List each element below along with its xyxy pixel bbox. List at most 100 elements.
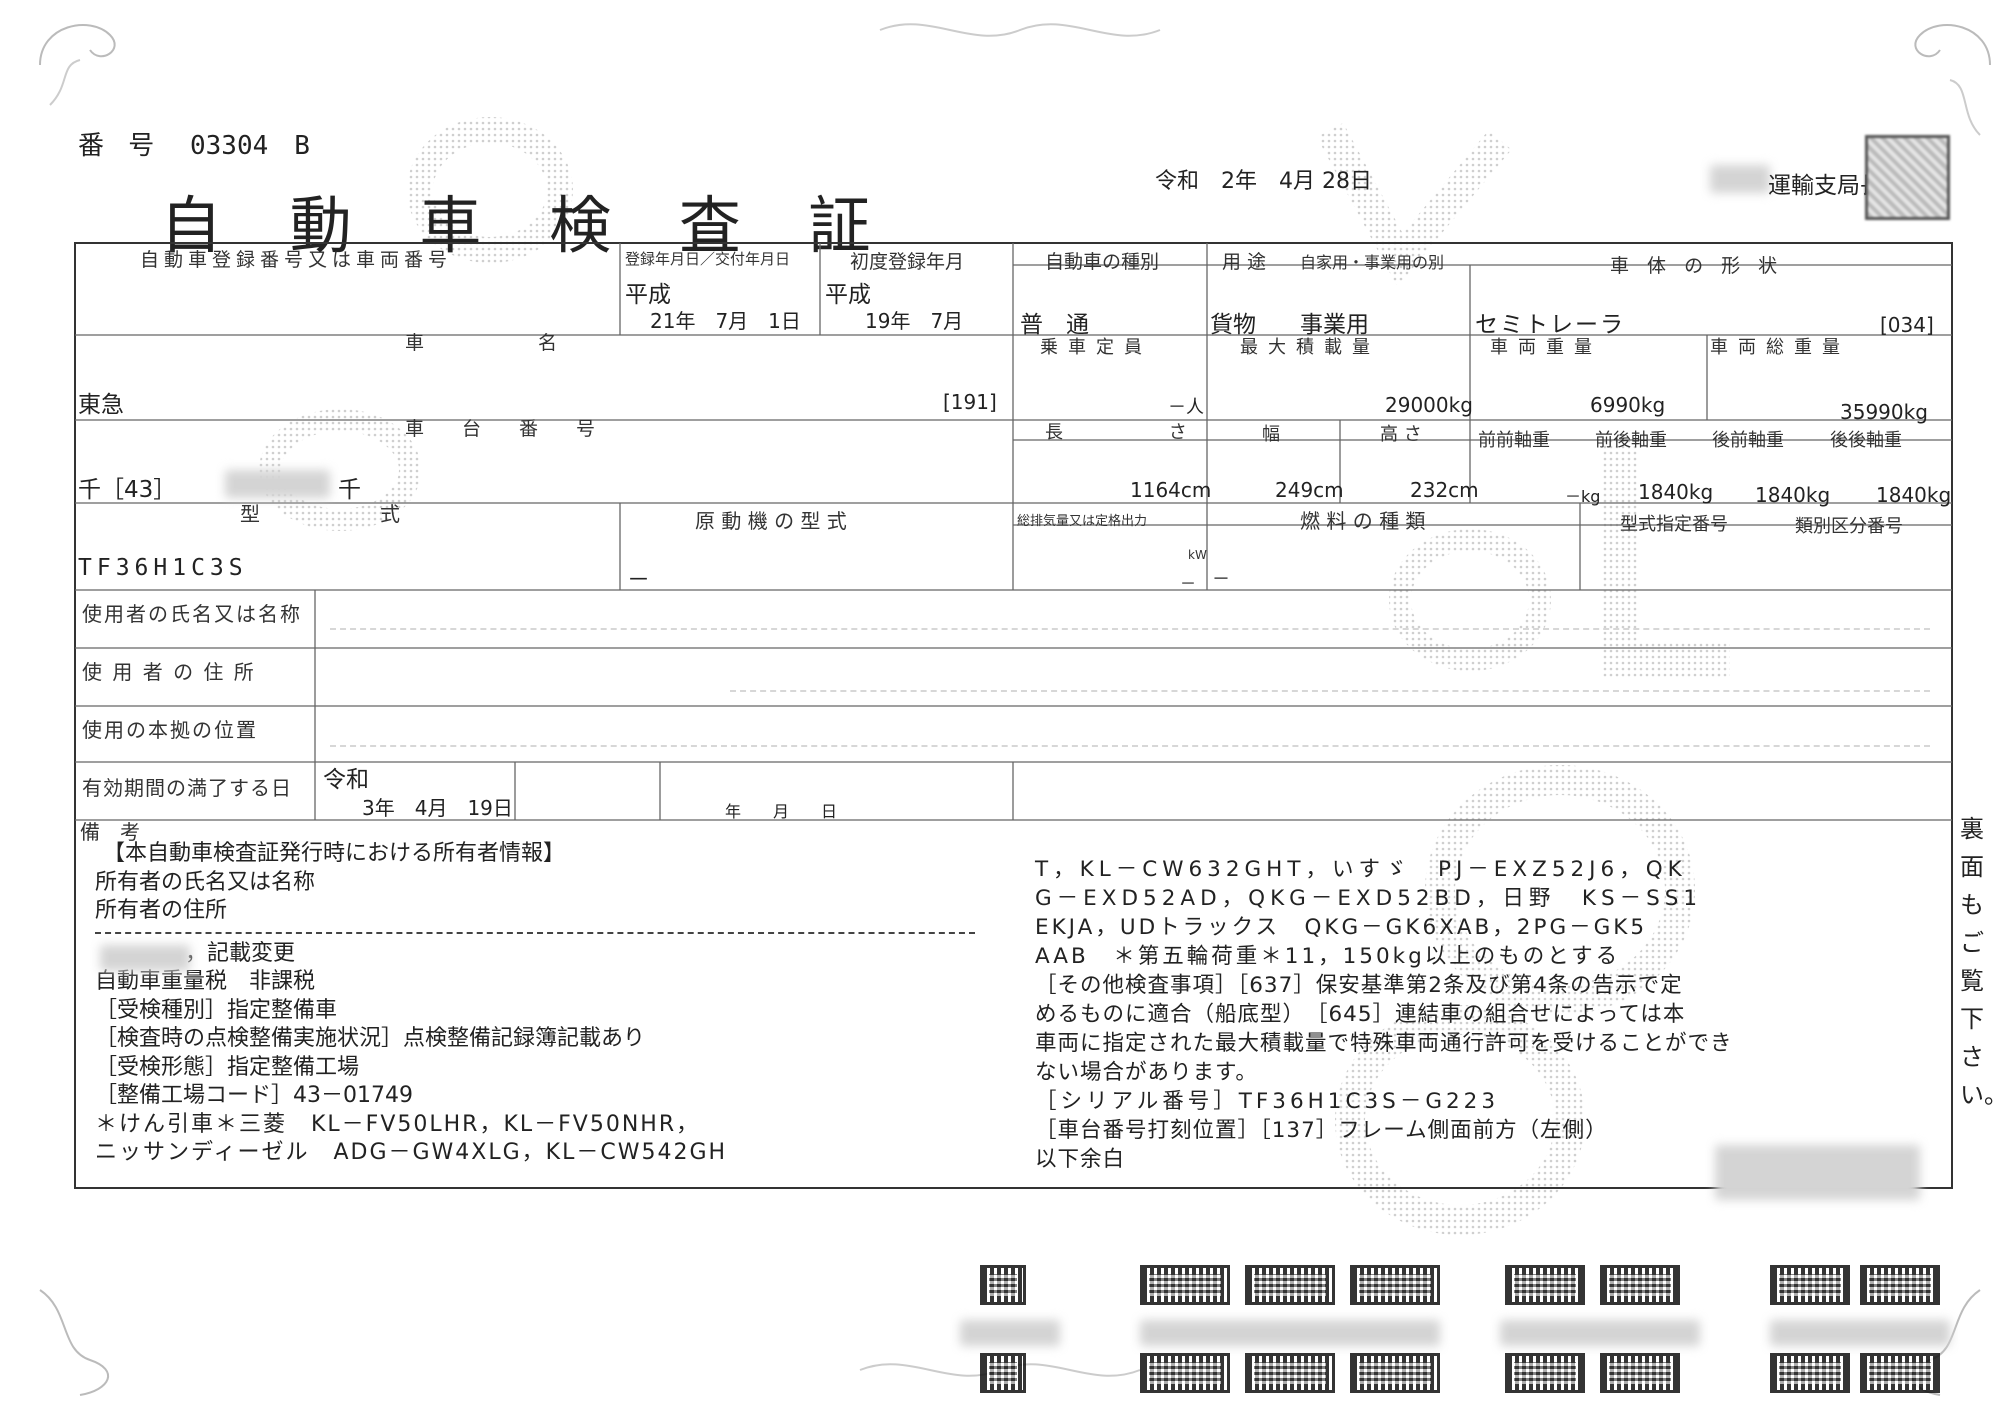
qr-text-redacted [1500, 1320, 1700, 1346]
use-value: 貨物 [1210, 312, 1256, 338]
vehicle-weight-value: 6990kg [1590, 393, 1666, 417]
business-value: 事業用 [1300, 312, 1369, 338]
official-seal [1865, 135, 1950, 220]
qr-code [1140, 1265, 1230, 1305]
corner-ornament-bottom-left [39, 1289, 110, 1396]
remarks-left-line: ［整備工場コード］43－01749 [95, 1083, 413, 1108]
vehicle-type-value: 普 通 [1020, 312, 1089, 338]
axle-label-1: 前前軸重 [1478, 430, 1550, 451]
remarks-right-line: EKJA，UDトラックス QKG－GK6XAB，2PG－GK5 [1035, 915, 1648, 940]
qr-code [1770, 1265, 1850, 1305]
first-reg-era: 平成 [825, 282, 871, 308]
chassis-suffix: 千 [338, 477, 361, 503]
chassis-prefix: 千［43］ [78, 477, 177, 503]
remarks-left-line: ［受検形態］指定整備工場 [95, 1054, 360, 1080]
remarks-right-line: ない場合があります。 [1035, 1060, 1258, 1085]
remarks-left-line: 【本自動車検査証発行時における所有者情報】 [103, 841, 566, 866]
axle-value-3: 1840kg [1755, 483, 1831, 507]
remarks-right-line: 車両に指定された最大積載量で特殊車両通行許可を受けることができ [1035, 1031, 1733, 1056]
body-shape-value: セミトレーラ [1475, 312, 1625, 338]
qr-code [1600, 1265, 1680, 1305]
qr-code [1600, 1353, 1680, 1393]
issue-era: 平成 [625, 282, 671, 308]
length-value: 1164cm [1130, 478, 1212, 502]
number-label: 番 号 [78, 131, 163, 161]
first-reg-label: 初度登録年月 [850, 251, 965, 273]
expiry-label: 有効期間の満了する日 [82, 776, 292, 800]
first-reg-date: 19年 7月 [865, 309, 964, 333]
remarks-left-line: 自動車重量税 非課税 [95, 969, 316, 994]
remarks-left-line: ＊けん引車＊三菱 KL－FV50LHR，KL－FV50NHR， [95, 1111, 701, 1137]
remarks-left-line: ［受検種別］指定整備車 [95, 997, 338, 1023]
number-value: 03304 B [190, 131, 310, 161]
use-label: 用 途 [1222, 251, 1267, 273]
qr-code [1860, 1353, 1940, 1393]
remarks-left-column: 【本自動車検査証発行時における所有者情報】 所有者の氏名又は名称 所有者の住所 … [95, 840, 975, 1168]
issue-date: 令和 2年 4月 28日 [1155, 169, 1372, 194]
max-load-value: 29000kg [1385, 393, 1473, 417]
issuer-title: 運輸支局長 [1768, 173, 1883, 199]
expiry-date: 3年 4月 19日 [362, 796, 513, 820]
side-note: 裏面もご覧下さい。 [1960, 815, 2000, 1109]
displacement-unit: kW [1188, 548, 1207, 562]
corner-ornament-top-left [39, 24, 116, 106]
qr-text-redacted [1770, 1320, 1950, 1346]
qr-code [1505, 1265, 1585, 1305]
qr-code [980, 1265, 1026, 1305]
expiry-date-blank: 年 月 日 [725, 802, 838, 821]
use-sub-label: 自家用・事業用の別 [1300, 253, 1445, 272]
remarks-right-column: T，KL－CW632GHT，いすゞ PJ－EXZ52J6，QK G－EXD52A… [1035, 855, 1733, 1174]
qr-code [1350, 1353, 1440, 1393]
remarks-right-line: G－EXD52AD，QKG－EXD52BD，日野 KS－SS1 [1035, 886, 1703, 911]
remarks-left-line: 所有者の氏名又は名称 [95, 869, 316, 895]
vehicle-name-code: [191] [943, 390, 997, 414]
remarks-label: 備 考 [80, 820, 140, 844]
remarks-right-line: 以下余白 [1035, 1147, 1126, 1172]
length-label: 長 さ [1045, 422, 1237, 443]
body-shape-label: 車 体 の 形 状 [1610, 255, 1784, 277]
width-value: 249cm [1275, 478, 1344, 502]
vehicle-name-label: 車 名 [405, 332, 558, 354]
owner-change-redacted [100, 945, 190, 971]
remarks-left-line: ，記載変更 [185, 940, 296, 966]
axle-value-2: 1840kg [1638, 480, 1714, 504]
remarks-divider [95, 931, 975, 934]
axle-label-2: 前後軸重 [1595, 430, 1667, 451]
qr-text-redacted [1140, 1320, 1440, 1346]
user-name-label: 使用者の氏名又は名称 [82, 602, 302, 626]
width-label: 幅 [1262, 424, 1280, 445]
document-title: 自 動 車 検 査 証 [160, 189, 895, 262]
user-address-label: 使 用 者 の 住 所 [82, 660, 256, 684]
gross-weight-value: 35990kg [1840, 400, 1928, 424]
reg-number-label: 自動車登録番号又は車両番号 [140, 249, 453, 271]
height-value: 232cm [1410, 478, 1479, 502]
user-name-redacted [330, 628, 1930, 630]
axle-value-1: －kg [1565, 487, 1601, 506]
body-shape-code: [034] [1880, 313, 1934, 337]
class-number-label: 類別区分番号 [1795, 516, 1903, 537]
qr-code [1140, 1353, 1230, 1393]
axle-label-3: 後前軸重 [1712, 430, 1784, 451]
corner-ornament-top-right [1914, 24, 1991, 136]
vehicle-type-label: 自動車の種別 [1045, 251, 1160, 273]
fuel-label: 燃 料 の 種 類 [1300, 509, 1426, 533]
remarks-right-line: ［シリアル番号］TF36H1C3S－G223 [1035, 1089, 1500, 1114]
qr-code [1245, 1353, 1335, 1393]
remarks-left-line: ［検査時の点検整備実施状況］点検整備記録簿記載あり [95, 1026, 646, 1051]
user-address-redacted [730, 690, 1930, 692]
remarks-right-line: T，KL－CW632GHT，いすゞ PJ－EXZ52J6，QK [1035, 857, 1687, 882]
capacity-label: 乗車定員 [1040, 337, 1152, 358]
remarks-right-line: ［車台番号打刻位置］［137］フレーム側面前方（左側） [1035, 1118, 1608, 1143]
vehicle-weight-label: 車両重量 [1490, 337, 1602, 358]
base-location-redacted [330, 745, 1930, 747]
model-value: TF36H1C3S [78, 555, 248, 581]
chassis-number-label: 車 台 番 号 [405, 418, 596, 440]
expiry-era: 令和 [323, 767, 369, 793]
issuer-name-redacted [1710, 165, 1770, 193]
model-label: 型 式 [240, 502, 400, 526]
ornament-top-center [879, 23, 1161, 37]
remarks-right-line: AAB ＊第五輪荷重＊11，150kg以上のものとする [1035, 944, 1621, 969]
height-label: 高 さ [1380, 424, 1422, 445]
approval-number-label: 型式指定番号 [1620, 514, 1728, 535]
qr-code [980, 1353, 1026, 1393]
